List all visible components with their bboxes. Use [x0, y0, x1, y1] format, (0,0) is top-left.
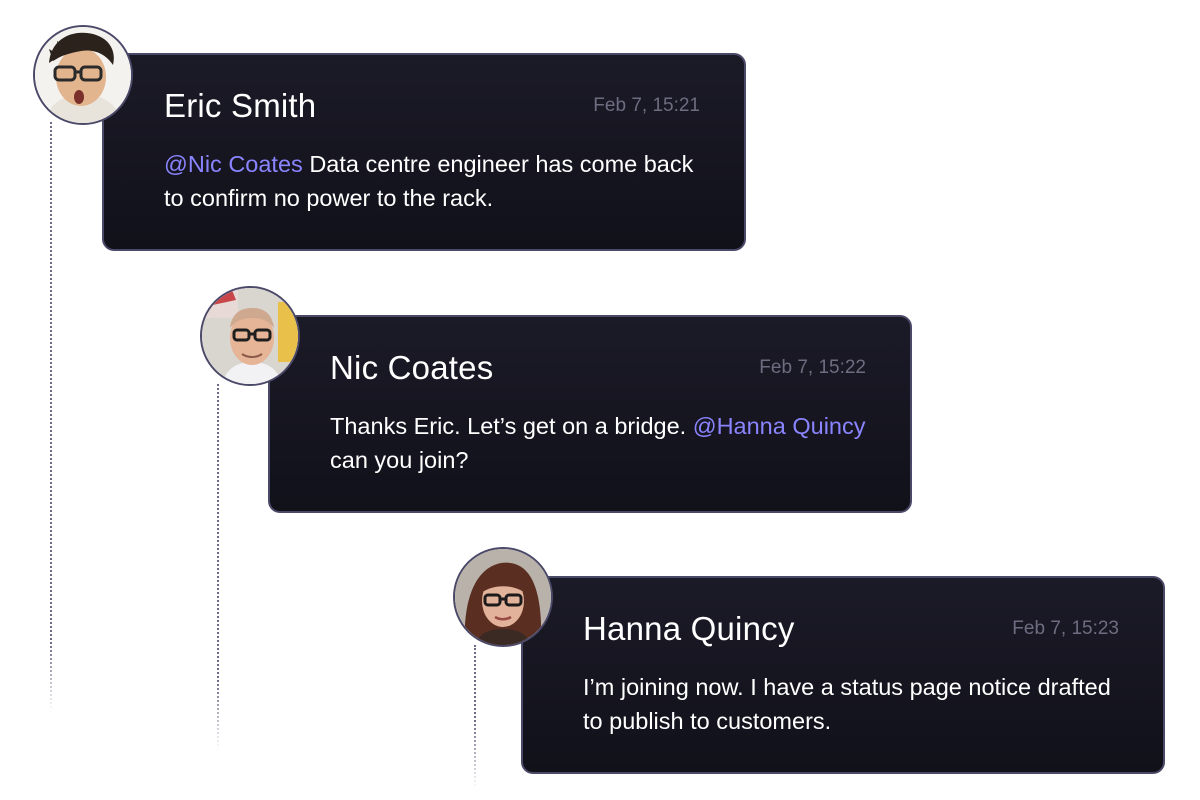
message-text: Thanks Eric. Let’s get on a bridge. [330, 413, 693, 439]
hanna-avatar[interactable] [453, 547, 553, 647]
message-body: @Nic Coates Data centre engineer has com… [164, 147, 704, 215]
message-author: Nic Coates [330, 349, 494, 386]
mention-link[interactable]: @Nic Coates [164, 151, 303, 177]
message-author: Hanna Quincy [583, 610, 795, 647]
thread-line-3 [473, 645, 479, 790]
message-card-eric[interactable]: Eric Smith Feb 7, 15:21 @Nic Coates Data… [102, 53, 746, 251]
message-author: Eric Smith [164, 87, 317, 124]
eric-avatar[interactable] [33, 25, 133, 125]
nic-avatar[interactable] [200, 286, 300, 386]
message-timestamp: Feb 7, 15:23 [1012, 618, 1119, 639]
message-card-hanna[interactable]: Hanna Quincy Feb 7, 15:23 I’m joining no… [521, 576, 1165, 774]
message-timestamp: Feb 7, 15:22 [759, 357, 866, 378]
thread-line-2 [216, 384, 222, 750]
message-timestamp: Feb 7, 15:21 [593, 95, 700, 116]
message-body: Thanks Eric. Let’s get on a bridge. @Han… [330, 409, 870, 477]
message-text: Data centre engineer has come back to co… [164, 151, 694, 211]
message-body: I’m joining now. I have a status page no… [583, 674, 1111, 734]
mention-link[interactable]: @Hanna Quincy [692, 413, 866, 439]
message-text: can you join? [330, 447, 469, 473]
message-card-nic[interactable]: Nic Coates Feb 7, 15:22 Thanks Eric. Let… [268, 315, 912, 513]
thread-line-1 [49, 122, 55, 712]
